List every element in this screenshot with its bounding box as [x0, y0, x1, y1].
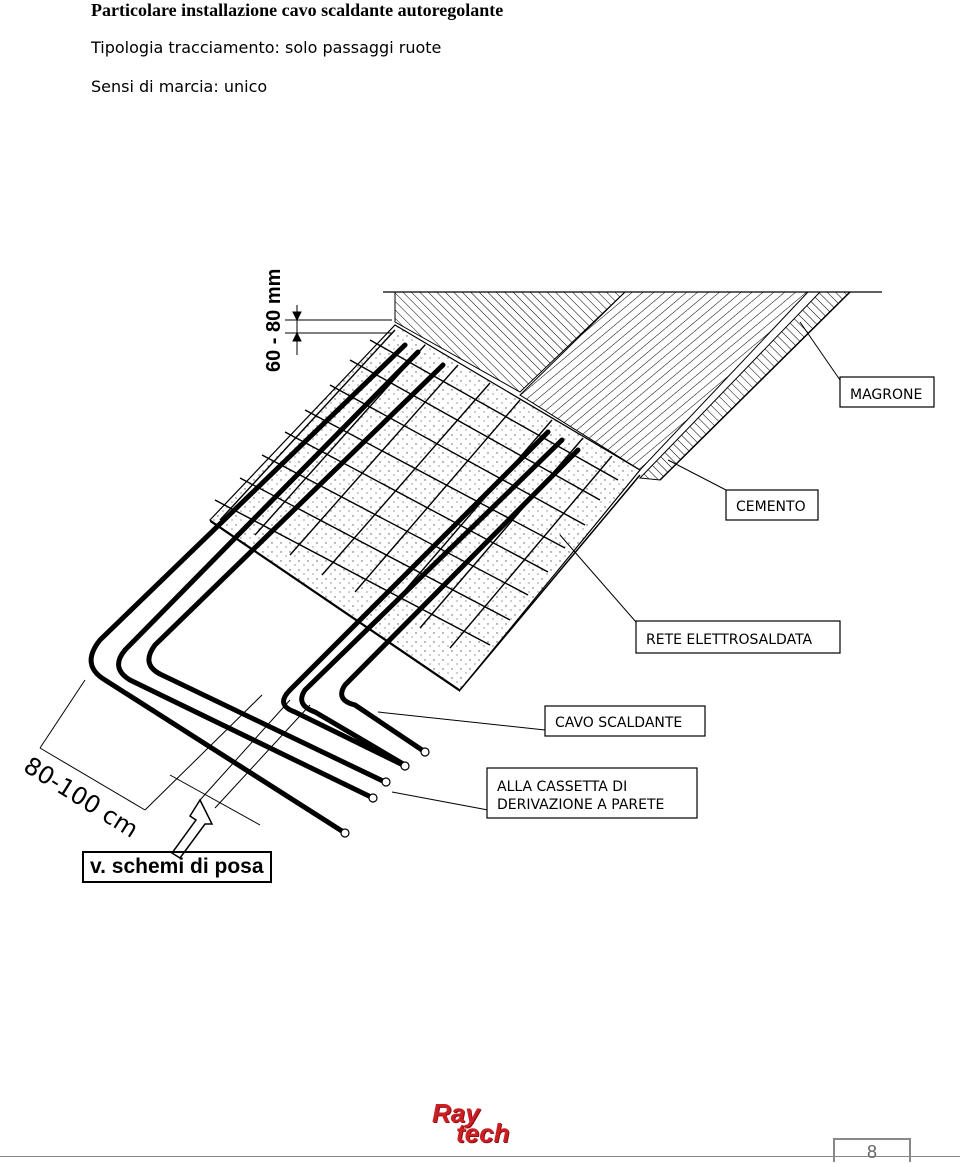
rete-callout: RETE ELETTROSALDATA: [635, 620, 841, 654]
cassetta-label-1: ALLA CASSETTA DI: [497, 779, 627, 795]
heating-cables: [88, 342, 581, 836]
logo-tech: tech: [456, 1118, 510, 1148]
cassetta-label-2: DERIVAZIONE A PARETE: [497, 797, 664, 813]
cemento-callout: CEMENTO: [725, 489, 819, 521]
cavo-callout: CAVO SCALDANTE: [544, 705, 706, 737]
raytech-logo: Ray tech: [432, 1098, 532, 1150]
tracciamento-line: Tipologia tracciamento: solo passaggi ru…: [91, 38, 442, 57]
depth-dimension: [285, 305, 392, 355]
depth-label: 60 - 80 mm: [263, 269, 285, 372]
sensi-marcia-line: Sensi di marcia: unico: [91, 77, 268, 96]
cemento-label: CEMENTO: [736, 499, 806, 515]
page-title: Particolare installazione cavo scaldante…: [91, 0, 504, 20]
slab-edge: [394, 291, 627, 393]
cavo-label: CAVO SCALDANTE: [555, 715, 682, 731]
schemi-reference: v. schemi di posa: [82, 851, 272, 883]
cassetta-callout: ALLA CASSETTA DI DERIVAZIONE A PARETE: [486, 767, 698, 819]
rete-mesh: [214, 329, 619, 649]
footer-rule: [0, 1156, 960, 1157]
rete-label: RETE ELETTROSALDATA: [646, 632, 813, 648]
logo-ray: Ray: [432, 1098, 480, 1128]
magrone-callout: MAGRONE: [839, 376, 935, 408]
reference-arrow: [170, 798, 214, 860]
cable-ends: [340, 747, 430, 838]
width-dimension: [39, 679, 311, 826]
magrone-layer: [638, 291, 852, 481]
page-number: 8: [833, 1138, 911, 1162]
magrone-label: MAGRONE: [850, 387, 922, 403]
